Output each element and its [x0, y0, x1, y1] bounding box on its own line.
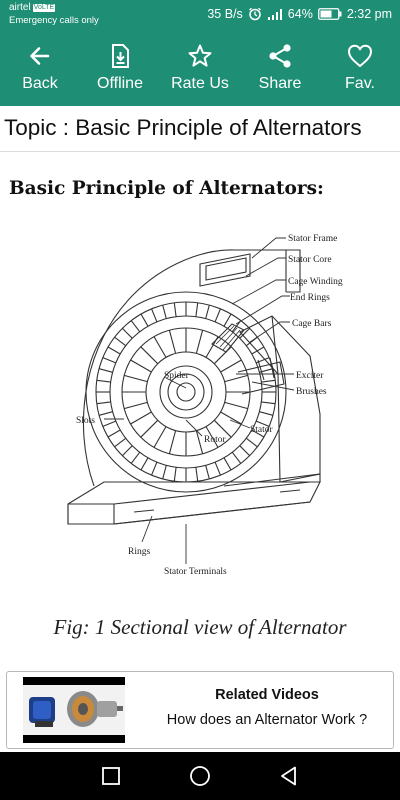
alarm-icon	[248, 7, 261, 21]
related-videos-card[interactable]: Related Videos How does an Alternator Wo…	[6, 671, 394, 749]
alternator-diagram: Stator Frame Stator Core Cage Winding En…	[67, 234, 343, 577]
video-thumbnail	[23, 677, 125, 743]
back-button[interactable]: Back	[0, 30, 80, 106]
emergency-calls-text: Emergency calls only	[9, 15, 99, 26]
label-exciter: Exciter	[296, 371, 324, 381]
signal-icon	[267, 8, 282, 20]
label-stator-terminals: Stator Terminals	[164, 567, 227, 577]
favourite-button[interactable]: Fav.	[320, 30, 400, 106]
carrier-name: airtel	[9, 2, 31, 13]
label-rotor: Rotor	[204, 435, 226, 445]
download-file-icon	[112, 44, 129, 68]
offline-button[interactable]: Offline	[80, 30, 160, 106]
share-label: Share	[258, 75, 302, 92]
rate-us-label: Rate Us	[171, 75, 229, 92]
status-indicators: 35 B/s 64% 2:32 pm	[202, 6, 392, 22]
clock-time: 2:32 pm	[346, 7, 392, 21]
label-cage-bars: Cage Bars	[292, 319, 332, 329]
share-icon	[269, 44, 291, 68]
back-triangle-icon[interactable]	[277, 764, 301, 788]
article-heading: Basic Principle of Alternators:	[9, 178, 324, 199]
star-outline-icon	[188, 44, 212, 67]
article-content: Basic Principle of Alternators:	[0, 152, 400, 752]
label-brushes: Brushes	[296, 387, 327, 397]
label-rings: Rings	[128, 547, 150, 557]
share-button[interactable]: Share	[240, 30, 320, 106]
label-cage-winding: Cage Winding	[288, 277, 343, 287]
heart-outline-icon	[348, 44, 372, 67]
related-video-name: How does an Alternator Work ?	[166, 712, 368, 728]
label-spider: Spider	[164, 371, 190, 381]
battery-icon	[317, 8, 342, 20]
topic-title: Topic : Basic Principle of Alternators	[4, 115, 362, 140]
label-stator-core: Stator Core	[288, 255, 332, 265]
label-stator-frame: Stator Frame	[288, 234, 337, 244]
offline-label: Offline	[97, 75, 143, 92]
label-slots: Slots	[76, 416, 95, 426]
label-stator: Stator	[250, 425, 274, 435]
home-circle-icon[interactable]	[188, 764, 212, 788]
topic-header: Topic : Basic Principle of Alternators	[0, 106, 400, 152]
related-videos-title: Related Videos	[215, 687, 319, 703]
net-speed: 35 B/s	[207, 7, 243, 21]
figure-caption: Fig: 1 Sectional view of Alternator	[53, 615, 347, 639]
rate-us-button[interactable]: Rate Us	[160, 30, 240, 106]
action-toolbar: Back Offline Rate Us Share Fav.	[0, 30, 400, 106]
recents-square-icon[interactable]	[99, 764, 123, 788]
favourite-label: Fav.	[345, 75, 375, 92]
label-end-rings: End Rings	[290, 293, 330, 303]
arrow-left-icon	[30, 47, 50, 65]
system-nav-bar	[0, 752, 400, 800]
volte-badge: VoLTE	[32, 4, 56, 12]
back-label: Back	[22, 75, 58, 92]
battery-percent: 64%	[287, 7, 313, 21]
